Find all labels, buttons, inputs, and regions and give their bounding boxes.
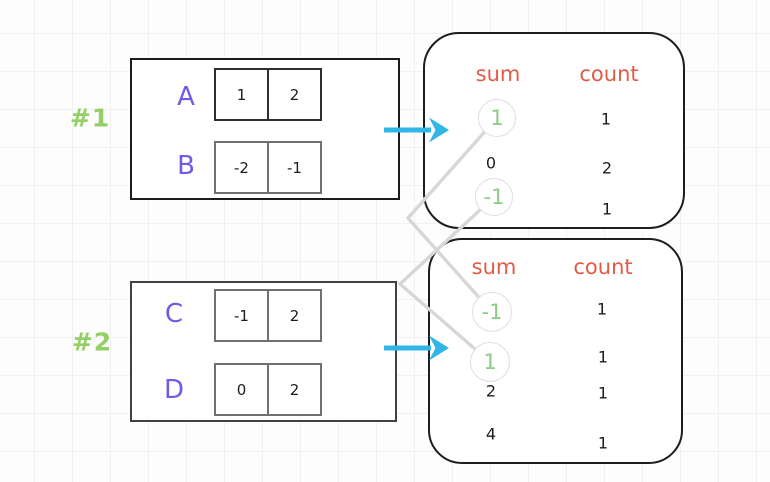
array-a-cell-0: 1 [236,85,247,104]
sum-header-1: sum [475,62,521,86]
circled-sum-1-example-1: 1 [478,99,516,137]
count-header-2: count [573,255,633,279]
array-d-cells: 0 2 [214,363,322,416]
array-c-cell-0: -1 [234,306,249,325]
array-b-cell-0: -2 [234,158,249,177]
sum-value: 4 [485,424,497,444]
example-2-input-box: C -1 2 D 0 2 [130,281,397,422]
sum-value: 0 [485,153,497,173]
array-c-cells: -1 2 [214,289,322,342]
example-2-label: #2 [71,327,113,357]
example-1-result-table: sum count 1 0 2 1 [423,32,685,229]
example-2-result-table: sum count 1 1 2 1 4 1 [428,238,683,464]
array-b-label: B [177,151,195,181]
circled-sum-neg1-example-1: -1 [475,178,513,216]
array-c-cell-1: 2 [267,291,320,340]
count-value: 1 [596,299,608,319]
count-value: 1 [597,433,609,453]
count-value: 1 [597,347,609,367]
circled-sum-1-example-2: 1 [470,342,510,382]
sum-header-2: sum [471,255,517,279]
count-value: 2 [601,158,613,178]
circled-sum-neg1-example-2: -1 [472,292,512,332]
array-c-label: C [164,299,184,329]
example-1-input-box: A 1 2 B -2 -1 [130,58,400,200]
array-d-cell-0: 0 [236,380,247,399]
count-header-1: count [579,62,639,86]
array-b-cells: -2 -1 [214,141,322,194]
array-d-label: D [163,375,185,405]
count-value: 1 [600,109,612,129]
array-b-cell-1: -1 [267,143,320,192]
array-d-cell-1: 2 [267,365,320,414]
example-1-label: #1 [69,103,111,133]
sum-value: 2 [485,381,497,401]
count-value: 1 [601,199,613,219]
array-a-label: A [177,82,195,112]
count-value: 1 [597,383,609,403]
array-a-cell-1: 2 [267,70,320,119]
array-a-cells: 1 2 [214,68,322,121]
